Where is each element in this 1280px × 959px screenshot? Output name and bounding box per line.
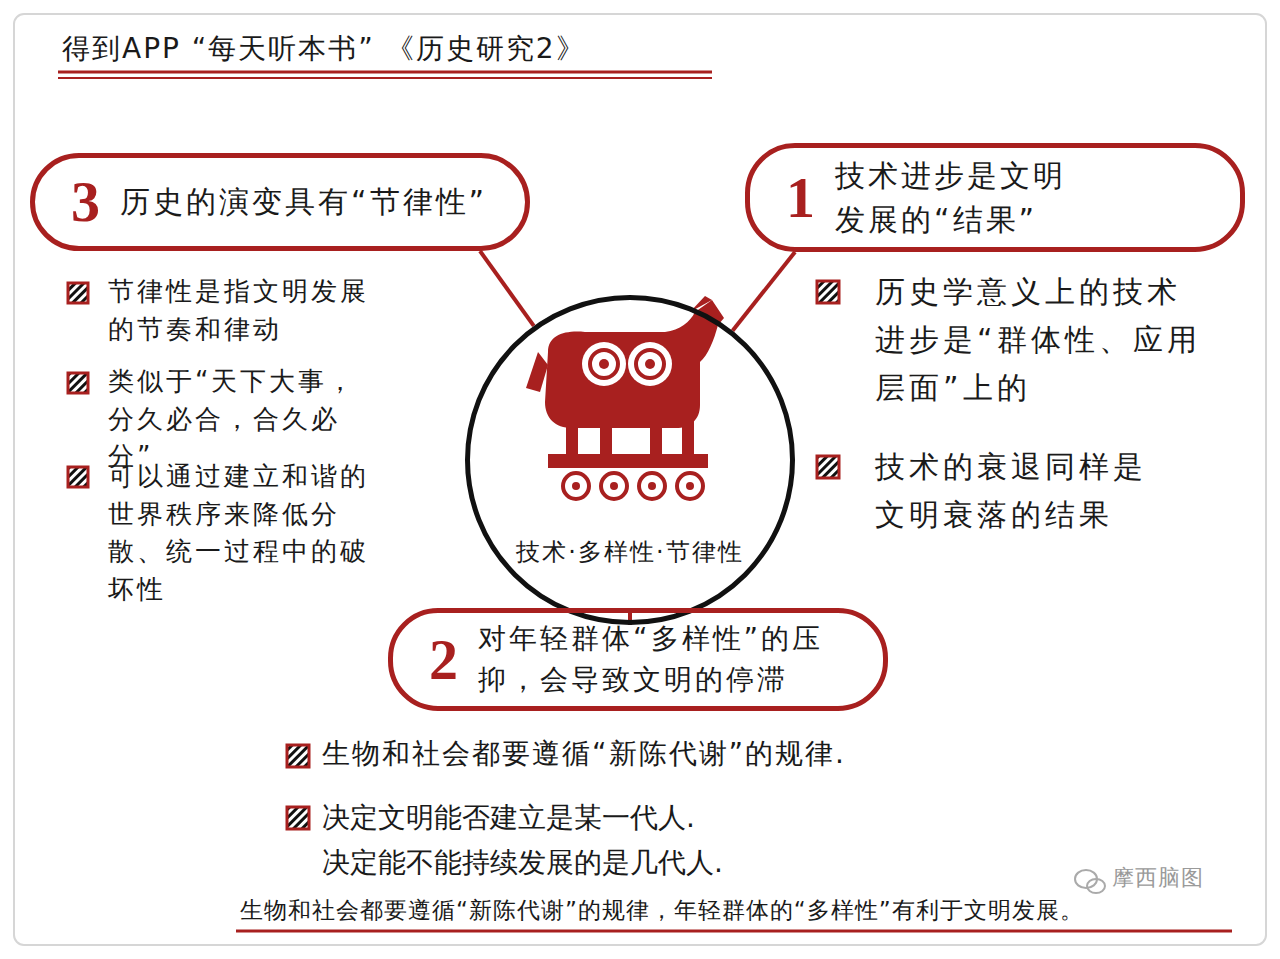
diagram-caption: 生物和社会都要遵循“新陈代谢”的规律，年轻群体的“多样性”有利于文明发展。 (240, 893, 1084, 928)
watermark-icon (1075, 870, 1105, 893)
title-underline (58, 77, 712, 79)
diagram-title: 得到APP “每天听本书” 《历史研究2》 (62, 28, 586, 70)
topic-box: 1 技术进步是文明发展的“结果” (745, 143, 1245, 252)
topic-box: 2 对年轻群体“多样性”的压抑，会导致文明的停滞 (388, 608, 888, 711)
box-heading: 历史的演变具有“节律性” (120, 180, 487, 224)
callout-number: 3 (71, 173, 100, 231)
watermark: 摩西脑图 (1112, 864, 1204, 893)
callout-number: 1 (786, 169, 815, 227)
note-text: 类似于“天下大事，分久必合，合久必分” (108, 363, 383, 476)
note-text: 历史学意义上的技术进步是“群体性、应用层面”上的 (875, 268, 1205, 412)
center-label: 技术·多样性·节律性 (516, 536, 743, 568)
callout-number: 2 (429, 631, 458, 689)
box-heading: 对年轻群体“多样性”的压抑，会导致文明的停滞 (478, 619, 850, 700)
note-text: 决定文明能否建立是某一代人. 决定能不能持续发展的是几代人. (322, 796, 728, 886)
note-text: 可以通过建立和谐的世界秩序来降低分散、统一过程中的破坏性 (108, 458, 383, 609)
topic-box: 3 历史的演变具有“节律性” (30, 153, 530, 251)
note-text: 节律性是指文明发展的节奏和律动 (108, 273, 383, 348)
connector (733, 252, 795, 331)
trojan-horse (526, 296, 724, 499)
note-text: 生物和社会都要遵循“新陈代谢”的规律. (322, 734, 846, 773)
caption-underline (236, 930, 1232, 933)
center-circle: 技术·多样性·节律性 (465, 295, 795, 625)
connector (480, 251, 534, 326)
note-text: 技术的衰退同样是文明衰落的结果 (875, 443, 1175, 539)
box-heading: 技术进步是文明发展的“结果” (835, 154, 1087, 241)
frame (14, 14, 1266, 945)
title-underline (58, 71, 712, 74)
